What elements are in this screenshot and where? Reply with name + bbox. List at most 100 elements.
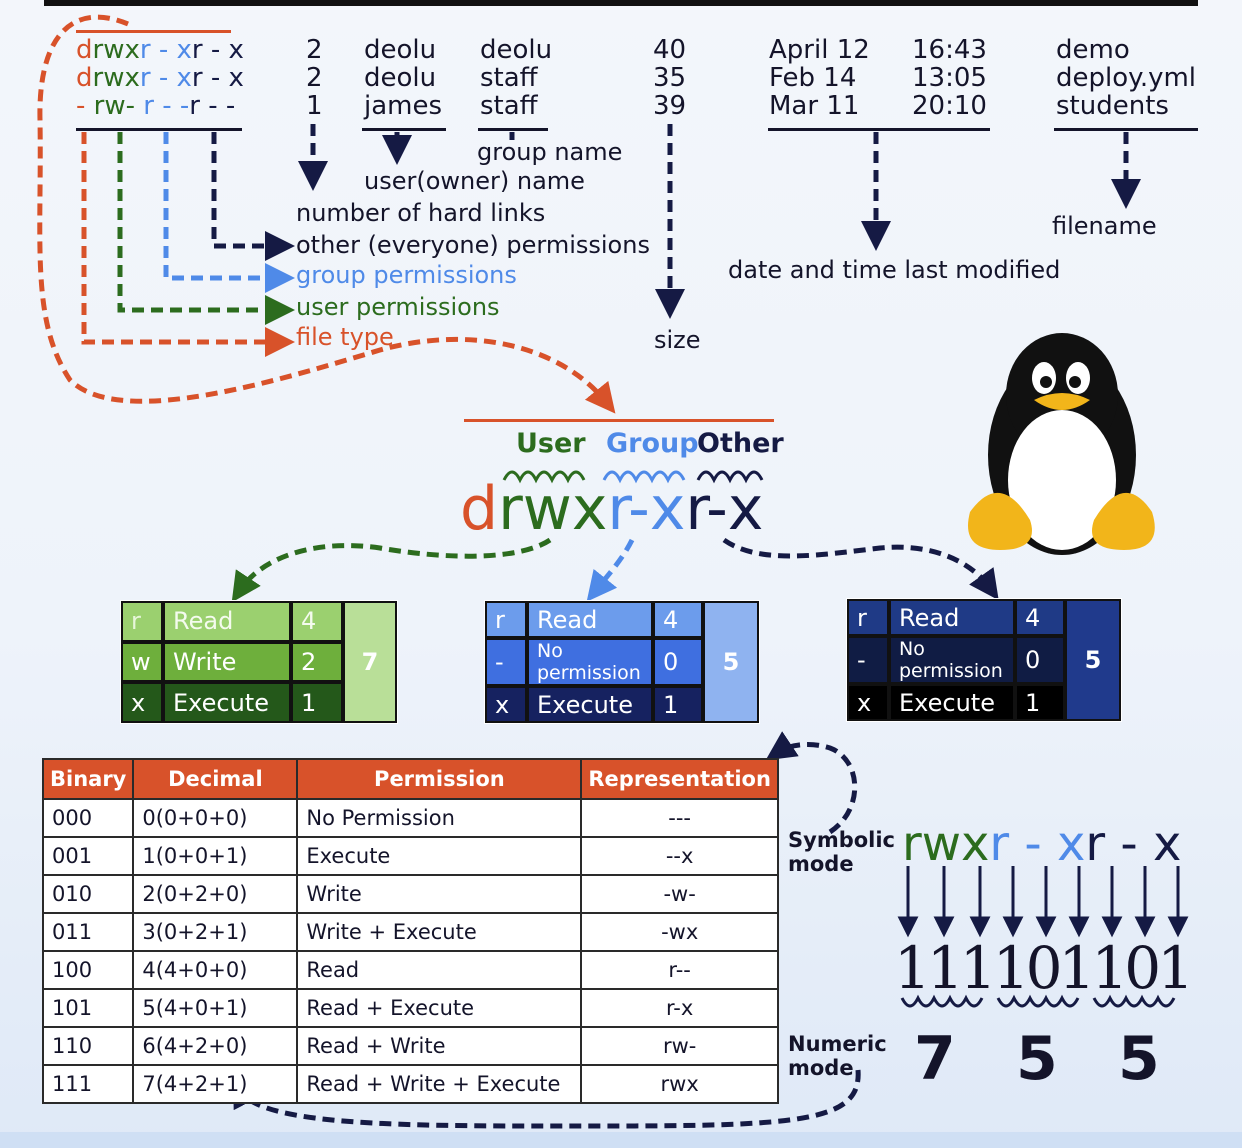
size-label: size	[654, 326, 701, 354]
filename-cell: demo	[1056, 35, 1130, 65]
column-underline	[362, 128, 446, 131]
perm-total: 7	[343, 601, 397, 723]
perm-name: No permission	[889, 636, 1015, 684]
permission-cell: Write	[296, 874, 583, 914]
perm-name: Read	[889, 599, 1015, 636]
permission-cell: Write + Execute	[296, 912, 583, 952]
binary-cell: 010	[41, 874, 135, 914]
perm-symbol: -	[485, 638, 527, 686]
links-cell: 2	[306, 35, 323, 65]
perm-symbol: r	[485, 601, 527, 638]
user-permission-table: r Read 4 7 w Write 2 x Execute 1	[120, 600, 398, 724]
column-underline	[768, 128, 990, 131]
perm-value: 4	[1015, 599, 1065, 636]
binary-cell: 001	[41, 836, 135, 876]
binary-permission-table: Binary Decimal Permission Representation…	[41, 758, 779, 1104]
representation-cell: -wx	[580, 912, 779, 952]
perm-name: Write	[163, 641, 291, 683]
permission-cell: Read + Write	[296, 1026, 583, 1066]
group-cell: deolu	[480, 35, 553, 65]
binary-cell: 101	[41, 988, 135, 1028]
group-cell: staff	[480, 91, 538, 121]
representation-cell: rwx	[580, 1064, 779, 1104]
time-cell: 20:10	[912, 91, 987, 121]
representation-cell: r--	[580, 950, 779, 990]
owner-cell: deolu	[364, 35, 437, 65]
permission-cell: No Permission	[296, 798, 583, 838]
time-cell: 13:05	[912, 63, 987, 93]
column-underline	[76, 128, 242, 131]
numeric-digit: 7	[914, 1024, 956, 1094]
binary-cell: 011	[41, 912, 135, 952]
perm-symbol: r	[121, 601, 163, 642]
decimal-cell: 2(0+2+0)	[132, 874, 299, 914]
perm-value: 2	[291, 641, 343, 683]
breakdown-rule	[464, 419, 774, 422]
group-permission-table: r Read 4 5 - No permission 0 x Execute 1	[484, 600, 760, 724]
time-cell: 16:43	[912, 35, 987, 65]
group-cell: staff	[480, 63, 538, 93]
owner-cell: james	[364, 91, 443, 121]
user-label: User	[516, 428, 586, 459]
user-permissions-label: user permissions	[296, 293, 500, 321]
perm-symbol: r	[847, 599, 889, 636]
perm-symbol: x	[121, 682, 163, 723]
binary-cell: 000	[41, 798, 135, 838]
perm-string: drwxr - xr - x	[76, 63, 244, 93]
other-label: Other	[697, 428, 784, 459]
filename-label: filename	[1052, 212, 1157, 240]
perm-symbol: x	[485, 686, 527, 723]
numeric-mode-label: Numeric mode	[788, 1032, 887, 1080]
permission-cell: Read + Write + Execute	[296, 1064, 583, 1104]
decimal-cell: 0(0+0+0)	[132, 798, 299, 838]
footer-band	[0, 1132, 1242, 1148]
perm-column-rule	[76, 30, 231, 33]
representation-cell: -w-	[580, 874, 779, 914]
group-label: Group	[606, 428, 699, 459]
perm-symbol: -	[847, 636, 889, 684]
other-permissions-label: other (everyone) permissions	[296, 231, 650, 259]
representation-cell: ---	[580, 798, 779, 838]
filename-cell: students	[1056, 91, 1169, 121]
perm-value: 0	[1015, 636, 1065, 684]
filename-cell: deploy.yml	[1056, 63, 1197, 93]
perm-name: Execute	[527, 686, 653, 723]
date-cell: Feb 14	[769, 63, 857, 93]
binary-string: 111101101	[894, 934, 1194, 1002]
perm-total: 5	[1065, 599, 1121, 721]
binary-cell: 100	[41, 950, 135, 990]
perm-value: 1	[1015, 684, 1065, 721]
permission-cell: Read + Execute	[296, 988, 583, 1028]
hard-links-label: number of hard links	[296, 199, 546, 227]
perm-name: Read	[527, 601, 653, 638]
permission-cell: Execute	[296, 836, 583, 876]
decimal-cell: 5(4+0+1)	[132, 988, 299, 1028]
links-cell: 2	[306, 63, 323, 93]
top-border	[44, 0, 1198, 6]
representation-cell: r-x	[580, 988, 779, 1028]
representation-cell: --x	[580, 836, 779, 876]
size-cell: 40	[653, 35, 687, 65]
perm-symbol: w	[121, 641, 163, 683]
perm-string: drwxr - xr - x	[76, 35, 244, 65]
permission-cell: Read	[296, 950, 583, 990]
group-permissions-label: group permissions	[296, 261, 517, 289]
date-cell: Mar 11	[769, 91, 860, 121]
binary-cell: 110	[41, 1026, 135, 1066]
symbolic-string: rwxr - xr - x	[902, 816, 1182, 872]
owner-name-label: user(owner) name	[364, 167, 585, 195]
header-binary: Binary	[41, 758, 135, 800]
perm-name: No permission	[527, 638, 653, 686]
